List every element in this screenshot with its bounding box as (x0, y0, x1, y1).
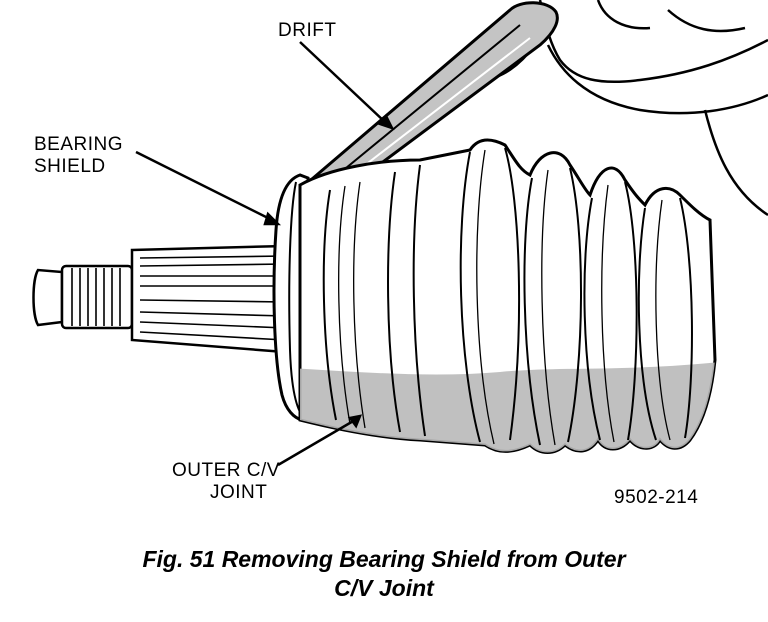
outer-cv-joint-label-line2: JOINT (210, 482, 268, 503)
shaft-threaded-end (32, 264, 134, 330)
drift-label: DRIFT (278, 20, 336, 42)
figure-caption: Fig. 51 Removing Bearing Shield from Out… (0, 545, 768, 603)
outer-cv-joint-label: OUTER C/V JOINT (172, 460, 280, 504)
bearing-shield-label-line2: SHIELD (34, 156, 106, 177)
bearing-shield-label: BEARING SHIELD (34, 134, 123, 178)
outer-cv-leader (277, 418, 356, 467)
outer-cv-joint-label-line1: OUTER C/V (172, 460, 280, 481)
figure-caption-line1: Fig. 51 Removing Bearing Shield from Out… (142, 546, 626, 572)
shaft-splines (130, 244, 287, 354)
figure-caption-line2: C/V Joint (334, 575, 434, 601)
drift-leader (299, 41, 386, 123)
bearing-shield-leader (135, 150, 273, 222)
figure-code: 9502-214 (614, 487, 699, 508)
cv-joint-illustration (32, 0, 768, 467)
leader-lines (135, 41, 395, 467)
bearing-shield-label-line1: BEARING (34, 134, 124, 155)
drift-label-text: DRIFT (278, 20, 337, 41)
